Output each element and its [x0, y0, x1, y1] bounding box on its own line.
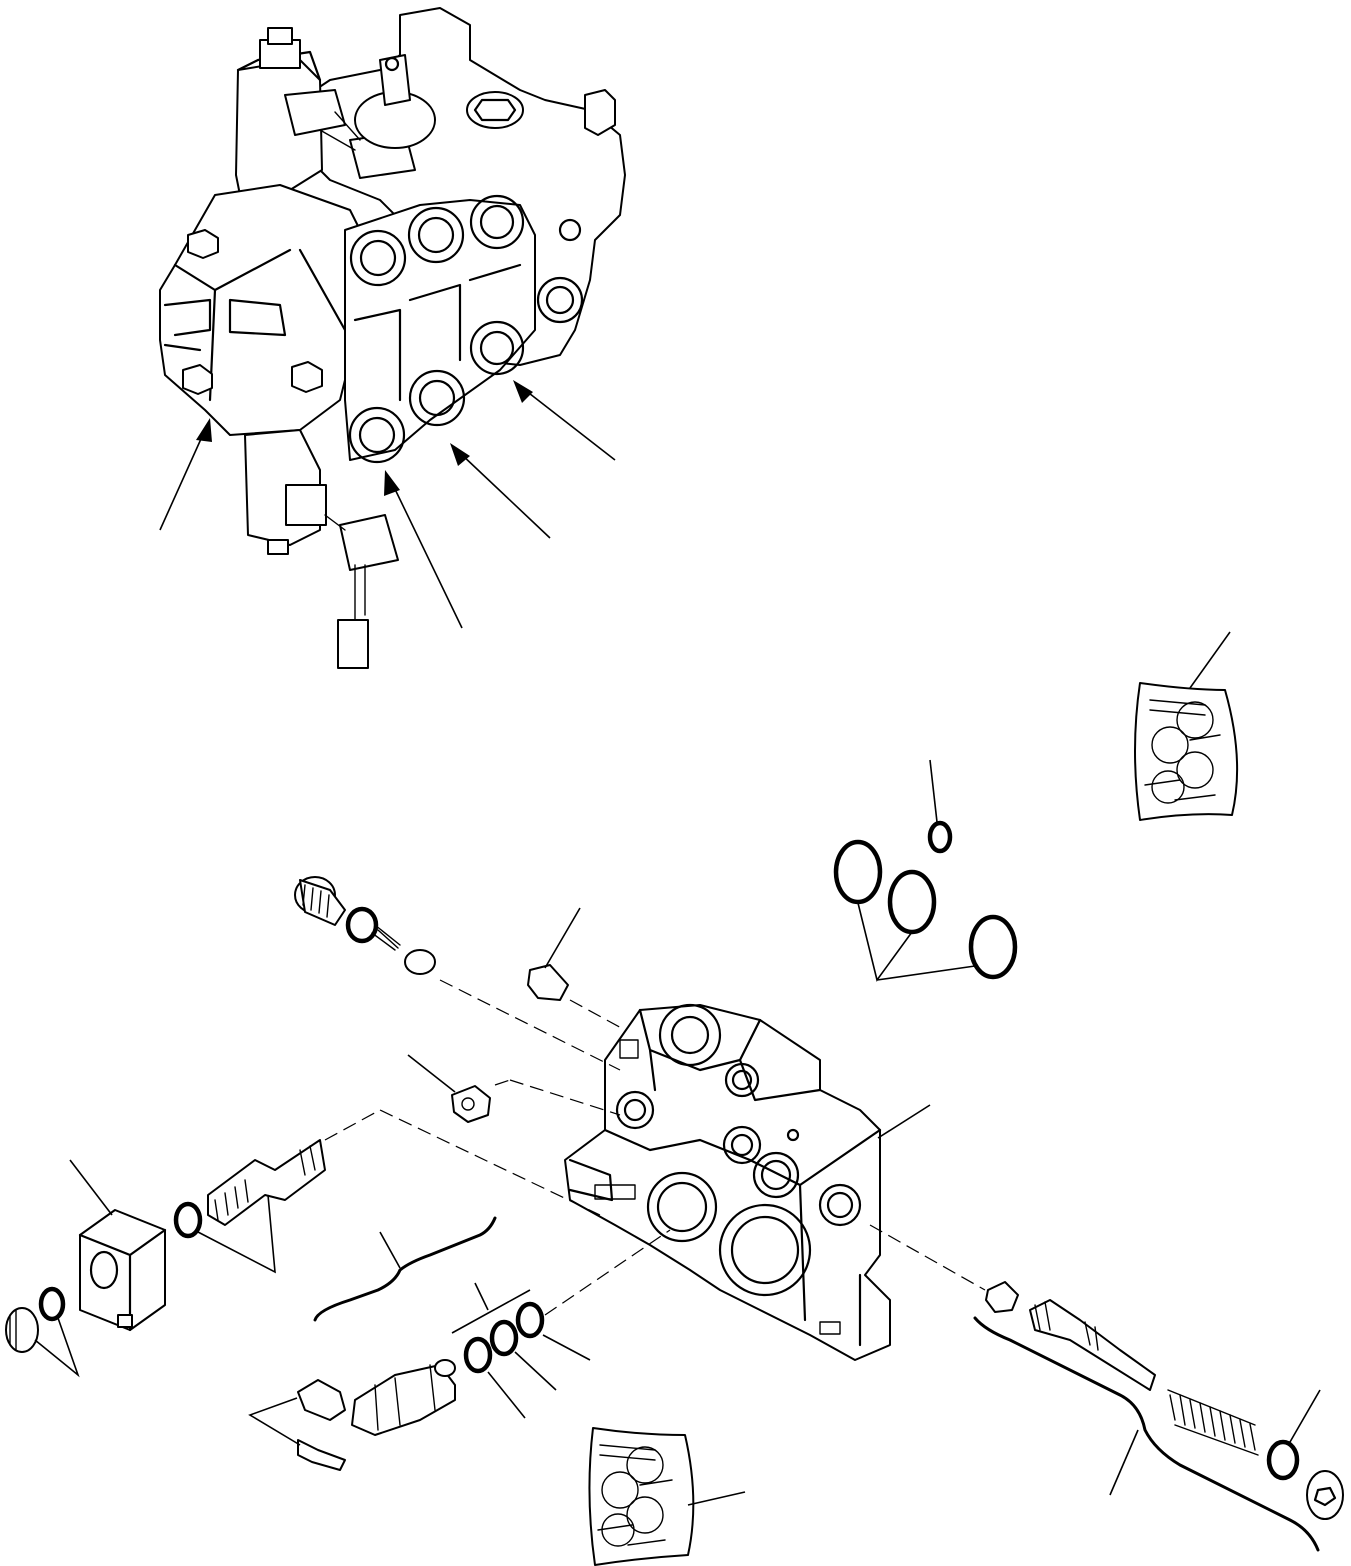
solenoid-stem: [173, 1139, 326, 1274]
relief-cartridge: [294, 876, 436, 975]
spool-assembly: [973, 1281, 1344, 1552]
seal-kit-bag-upper: [1134, 631, 1239, 821]
o-ring-trio: [451, 1282, 591, 1419]
bolt-icon: [182, 229, 323, 395]
nut-and-washer: [5, 1286, 80, 1378]
plug-icon: [407, 907, 581, 1123]
o-ring-set: [833, 759, 1018, 982]
port-icon: [348, 194, 584, 464]
pressure-switch: [248, 1359, 456, 1471]
kit-bracket-left: [313, 1216, 497, 1322]
assembly-centerlines: [324, 979, 986, 1316]
valve-assembly: [159, 7, 626, 669]
seal-kit-bag-lower: [588, 1427, 746, 1566]
kit-bracket-right: [973, 1316, 1320, 1552]
valve-section-body: [564, 1003, 931, 1361]
solenoid-coil: [69, 1159, 167, 1332]
callout-arrows: [159, 380, 616, 629]
